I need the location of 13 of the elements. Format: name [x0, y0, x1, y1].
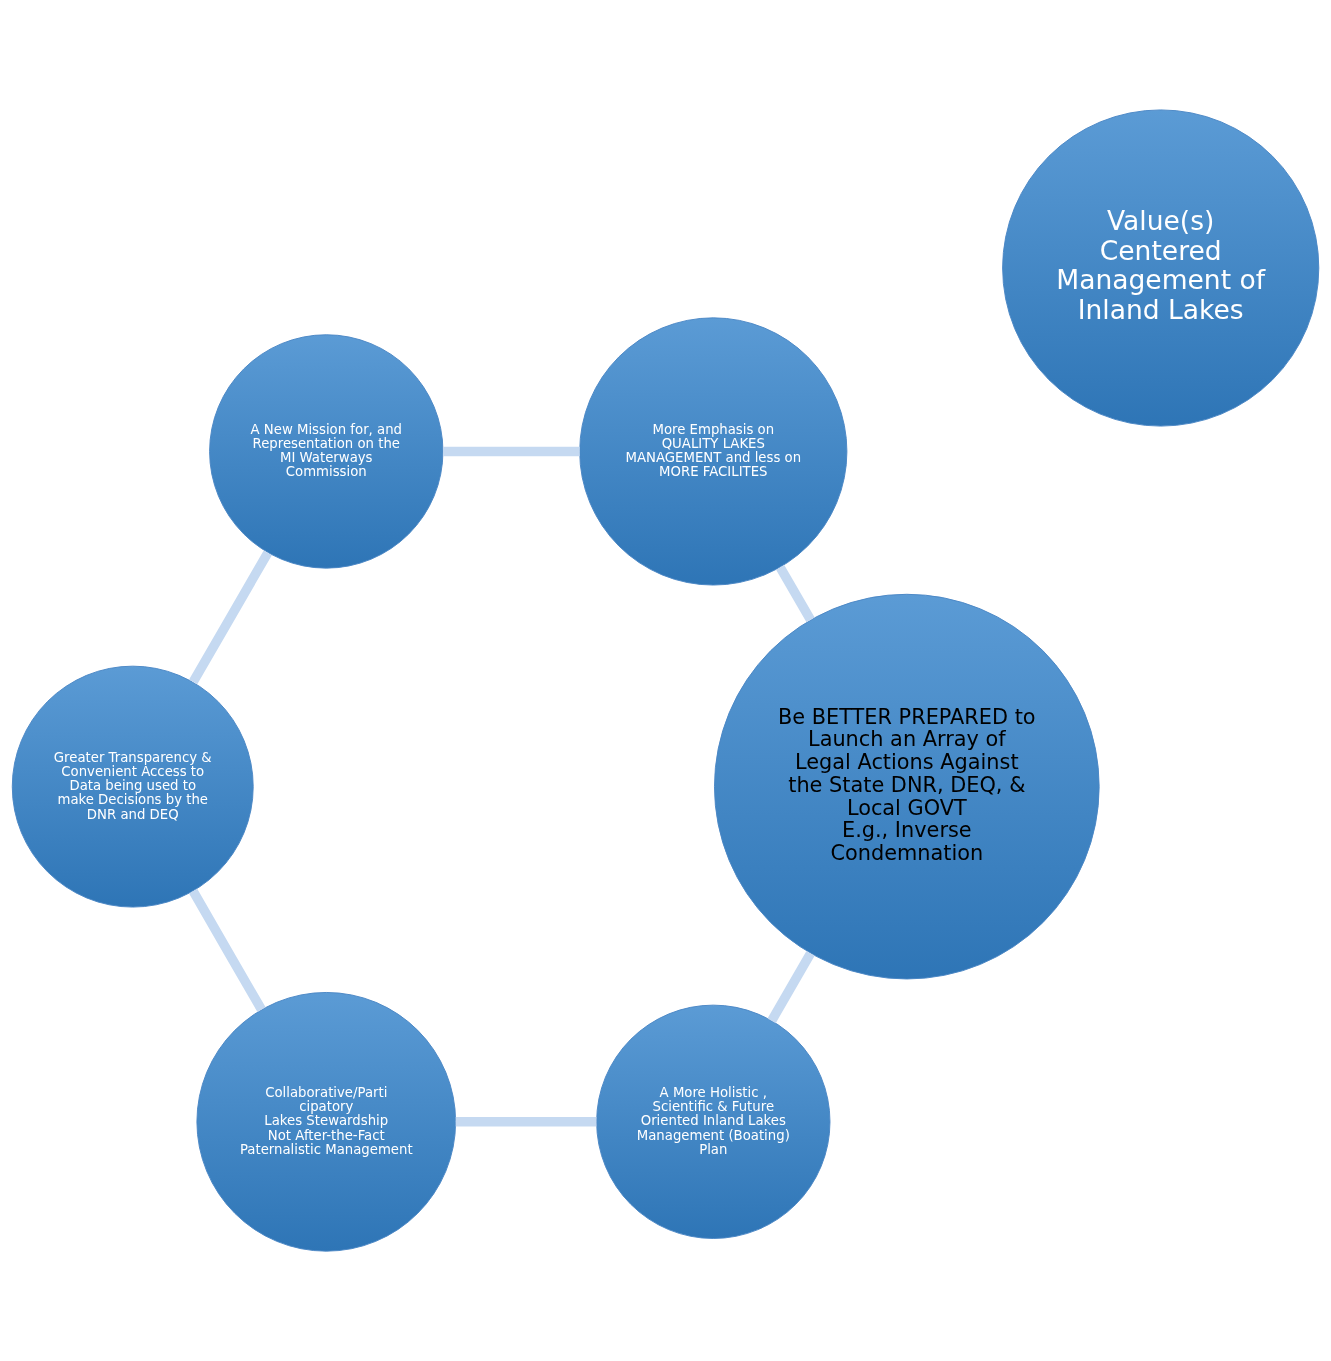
node-circle: A New Mission for, and Representation on the MI Waterways Commission — [209, 334, 444, 569]
node-circle: More Emphasis on QUALITY LAKES MANAGEMENT and less on MORE FACILITES — [579, 317, 848, 586]
connector — [443, 446, 580, 457]
node-circle: Collaborative/Parti cipatory Lakes Stewardship Not After-the-Fact Paternalistic Management — [196, 992, 457, 1252]
connector — [776, 564, 815, 623]
connector — [189, 888, 266, 1013]
connector — [189, 550, 272, 685]
connector — [455, 1117, 597, 1127]
node-circle: Greater Transparency & Convenient Access to Data being used to make Decisions by the DNR and DEQ — [11, 665, 254, 908]
node-circle: Value(s) Centered Management of Inland Lakes — [1002, 109, 1320, 427]
node-circle: Be BETTER PREPARED to Launch an Array of Legal Actions Against the State DNR, DEQ, & Local GOVT E.g., Inverse Condemnation — [714, 593, 1100, 980]
node-circle: A More Holistic , Scientific & Future Oriented Inland Lakes Management (Boating) Plan — [596, 1004, 831, 1239]
connector — [767, 951, 815, 1024]
